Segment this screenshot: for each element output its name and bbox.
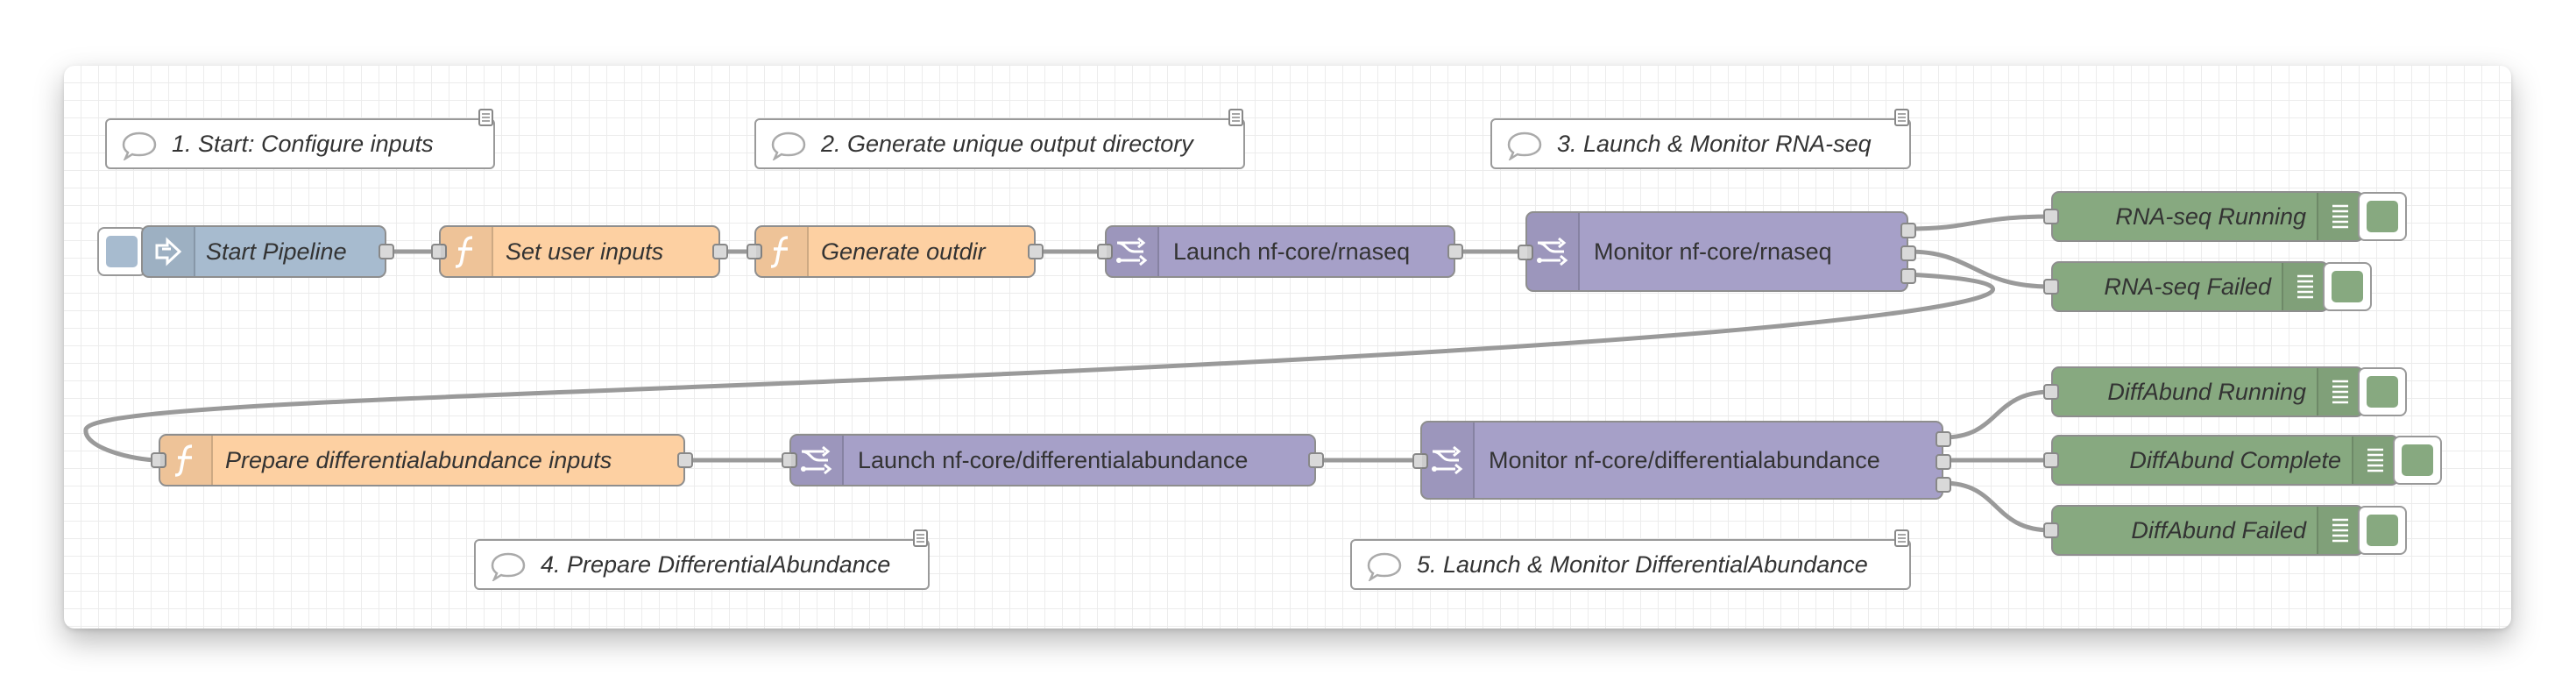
node-label: DiffAbund Running (2107, 378, 2306, 405)
output-port[interactable] (712, 244, 728, 259)
exec-shuffle-icon (1527, 213, 1580, 290)
node-label: Launch nf-core/differentialabundance (858, 446, 1249, 473)
input-port[interactable] (782, 452, 797, 468)
wire-monitor-running (1907, 214, 2052, 231)
output-port-1[interactable] (1900, 223, 1916, 238)
input-port[interactable] (2043, 279, 2059, 295)
node-da-failed[interactable]: DiffAbund Failed (2043, 505, 2364, 556)
node-label: DiffAbund Complete (2129, 446, 2341, 473)
wire-monitor-prepare (83, 272, 1995, 463)
input-port[interactable] (1097, 244, 1113, 259)
node-label: DiffAbund Failed (2131, 516, 2306, 543)
debug-toggle-button[interactable] (2358, 192, 2407, 241)
output-port-3[interactable] (1900, 268, 1916, 284)
exec-shuffle-icon (791, 436, 844, 485)
node-label: Set user inputs (506, 238, 664, 265)
node-label: RNA-seq Failed (2104, 273, 2271, 300)
output-port-2[interactable] (1936, 454, 1951, 470)
input-port[interactable] (2043, 384, 2059, 400)
list-icon (2317, 507, 2362, 554)
output-port[interactable] (1028, 244, 1044, 259)
comment-1[interactable]: 1. Start: Configure inputs (105, 109, 495, 169)
exec-shuffle-icon (1107, 227, 1159, 276)
speech-bubble-icon (490, 551, 527, 586)
comment-5[interactable]: 5. Launch & Monitor DifferentialAbundanc… (1350, 529, 1911, 590)
output-port[interactable] (1308, 452, 1324, 468)
input-port[interactable] (2043, 522, 2059, 538)
node-start-pipeline[interactable]: Start Pipeline (141, 225, 394, 278)
output-port[interactable] (1447, 244, 1463, 259)
note-icon (912, 529, 930, 552)
wire-monitorda-failed (1943, 480, 2052, 533)
comment-text: 5. Launch & Monitor DifferentialAbundanc… (1417, 550, 1868, 578)
debug-toggle-button[interactable] (2393, 436, 2442, 485)
node-label: Start Pipeline (206, 238, 347, 265)
node-label: Prepare differentialabundance inputs (225, 446, 612, 473)
list-icon (2282, 263, 2327, 310)
speech-bubble-icon (1366, 551, 1403, 586)
note-icon (478, 108, 495, 131)
note-icon (1893, 108, 1911, 131)
input-port[interactable] (431, 244, 447, 259)
output-port-2[interactable] (1900, 245, 1916, 261)
note-icon (1893, 529, 1911, 552)
node-da-complete[interactable]: DiffAbund Complete (2043, 435, 2399, 486)
comment-3[interactable]: 3. Launch & Monitor RNA-seq (1490, 109, 1911, 169)
node-generate-outdir[interactable]: Generate outdir (747, 225, 1044, 278)
node-rnaseq-failed[interactable]: RNA-seq Failed (2043, 261, 2329, 312)
node-label: Monitor nf-core/differentialabundance (1489, 446, 1880, 473)
node-launch-rnaseq[interactable]: Launch nf-core/rnaseq (1097, 225, 1463, 278)
input-port[interactable] (1412, 453, 1428, 469)
wire-monitorda-running (1943, 389, 2052, 440)
comment-text: 2. Generate unique output directory (821, 130, 1193, 157)
comment-text: 3. Launch & Monitor RNA-seq (1557, 130, 1872, 157)
comment-2[interactable]: 2. Generate unique output directory (754, 109, 1245, 169)
function-icon (756, 227, 809, 276)
debug-toggle-button[interactable] (2358, 506, 2407, 555)
node-label: RNA-seq Running (2115, 202, 2306, 230)
output-port-3[interactable] (1936, 477, 1951, 493)
node-rnaseq-running[interactable]: RNA-seq Running (2043, 191, 2364, 242)
debug-toggle-button[interactable] (2323, 262, 2372, 311)
wire-monitor-failed (1907, 249, 2052, 289)
output-port[interactable] (677, 452, 693, 468)
comment-text: 1. Start: Configure inputs (172, 130, 434, 157)
speech-bubble-icon (1506, 131, 1543, 165)
speech-bubble-icon (121, 131, 158, 165)
node-monitor-da[interactable]: Monitor nf-core/differentialabundance (1412, 421, 1951, 500)
comment-text: 4. Prepare DifferentialAbundance (541, 550, 891, 578)
inject-trigger-button[interactable] (97, 227, 146, 276)
node-monitor-rnaseq[interactable]: Monitor nf-core/rnaseq (1518, 211, 1916, 292)
node-set-user-inputs[interactable]: Set user inputs (431, 225, 728, 278)
node-label: Generate outdir (821, 238, 986, 265)
comment-4[interactable]: 4. Prepare DifferentialAbundance (474, 529, 930, 590)
list-icon (2317, 193, 2362, 240)
speech-bubble-icon (770, 131, 807, 165)
input-port[interactable] (2043, 452, 2059, 468)
node-da-running[interactable]: DiffAbund Running (2043, 366, 2364, 417)
input-port[interactable] (2043, 209, 2059, 224)
function-icon (160, 436, 213, 485)
output-port[interactable] (379, 244, 394, 259)
input-port[interactable] (747, 244, 762, 259)
input-port[interactable] (1518, 245, 1533, 260)
wires (83, 214, 2052, 533)
node-label: Launch nf-core/rnaseq (1173, 238, 1411, 265)
input-port[interactable] (151, 452, 166, 468)
list-icon (2317, 368, 2362, 415)
list-icon (2352, 437, 2397, 484)
function-icon (441, 227, 493, 276)
flow-canvas[interactable]: 1. Start: Configure inputs 2. Generate u… (64, 66, 2511, 629)
node-launch-da[interactable]: Launch nf-core/differentialabundance (782, 434, 1324, 486)
node-prepare-da-inputs[interactable]: Prepare differentialabundance inputs (151, 434, 693, 486)
node-label: Monitor nf-core/rnaseq (1594, 238, 1832, 265)
output-port-1[interactable] (1936, 431, 1951, 447)
note-icon (1228, 108, 1245, 131)
exec-shuffle-icon (1422, 423, 1475, 498)
debug-toggle-button[interactable] (2358, 367, 2407, 416)
arrow-right-icon (143, 227, 195, 276)
